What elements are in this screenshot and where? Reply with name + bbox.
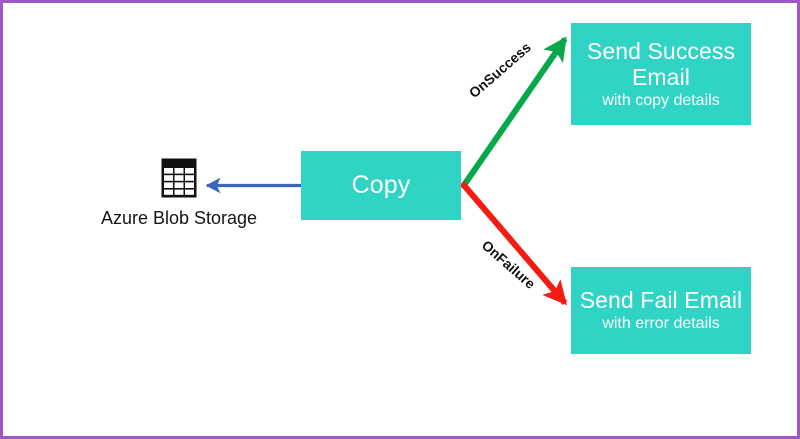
node-copy-activity[interactable]: Copy [301,151,461,220]
table-icon [161,158,197,198]
storage-label: Azure Blob Storage [100,208,258,228]
edge-on-failure-line [459,181,568,306]
node-send-fail-email-title: Send Fail Email [579,287,743,314]
node-send-fail-email[interactable]: Send Fail Email with error details [571,267,751,354]
node-send-success-email-subtitle: with copy details [602,92,720,110]
node-azure-blob-storage[interactable]: Azure Blob Storage [95,158,263,229]
edge-label-on-success: OnSuccess [465,38,534,102]
node-copy-label: Copy [351,171,411,200]
edge-on-failure [459,181,568,306]
node-send-fail-email-subtitle: with error details [602,315,720,333]
node-send-success-email-title-line1: Send Success [586,37,736,64]
edge-label-on-failure: OnFailure [478,236,539,292]
node-send-success-email-title-line2: Email [631,63,690,90]
node-send-success-email[interactable]: Send Success Email with copy details [571,23,751,125]
